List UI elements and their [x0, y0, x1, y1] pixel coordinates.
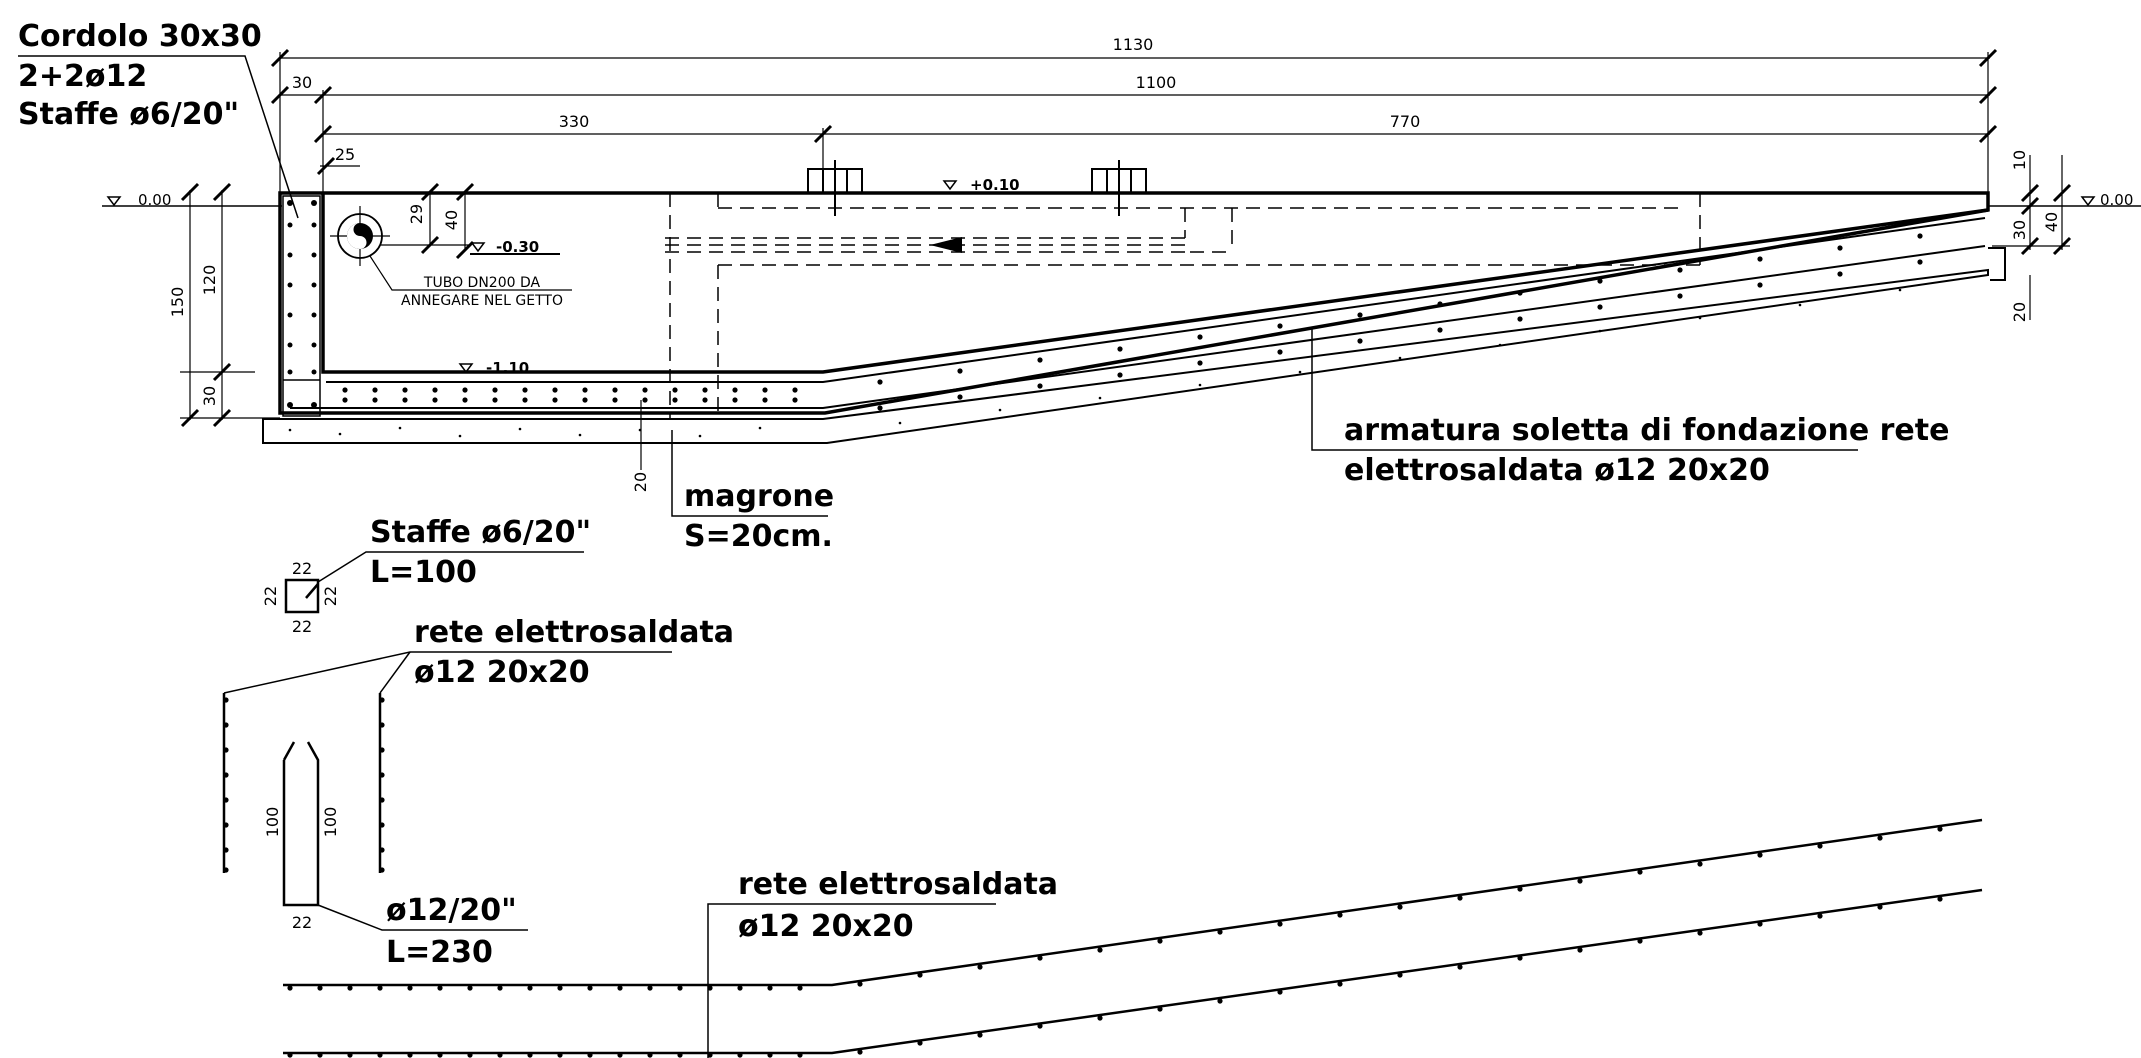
pipe-vertical-dims	[380, 192, 470, 250]
dim-pipe-40: 40	[442, 210, 461, 230]
stirrup-shape	[284, 578, 320, 614]
armatura-label-1: armatura soletta di fondazione rete	[1344, 413, 1949, 448]
right-vertical-ticks	[2020, 183, 2072, 256]
pipe-vertical-ticks	[420, 182, 475, 260]
slab-rebar-bottom	[290, 245, 1986, 409]
structure-inner	[321, 193, 1989, 374]
ubar-dim-left: 100	[263, 807, 282, 838]
slab-rebar-dots	[342, 233, 1923, 411]
dim-right-30: 30	[2010, 220, 2029, 240]
dim-base-30: 30	[200, 386, 219, 406]
magrone-layer	[262, 268, 1989, 444]
cordolo-label-3: Staffe ø6/20"	[18, 97, 239, 132]
left-vertical-dims	[180, 190, 280, 420]
cordolo-leader	[18, 55, 299, 219]
ubar-dim-bottom: 22	[292, 913, 312, 932]
dim-edge: 30	[292, 73, 312, 92]
pipe-note-line2: ANNEGARE NEL GETTO	[401, 293, 563, 309]
mesh-vertical-dots	[223, 697, 385, 873]
bottom-mesh-bottom	[283, 888, 1983, 1055]
level-left-000: 0.00	[138, 191, 171, 209]
dim-25-tick	[316, 156, 336, 176]
level-plus010: +0.10	[970, 176, 1020, 194]
cordolo-label-1: Cordolo 30x30	[18, 19, 262, 54]
magrone-leader	[671, 430, 828, 517]
dim-height-120: 120	[200, 265, 219, 296]
bottom-mesh-top	[283, 818, 1983, 987]
dim-left-part: 330	[559, 112, 590, 131]
dim-right-part: 770	[1390, 112, 1421, 131]
stirrup-hook	[305, 583, 319, 599]
level-right-000: 0.00	[2100, 191, 2133, 209]
mesh1-label-2: ø12 20x20	[414, 655, 590, 690]
dimension-ticks	[270, 48, 1998, 144]
stirrup-label-2: L=100	[370, 555, 477, 590]
magrone-label-1: magrone	[684, 479, 834, 514]
armatura-leader	[1311, 328, 1858, 451]
stirrup-dim-right: 22	[321, 586, 340, 606]
dim-25: 25	[335, 145, 355, 164]
level-marker-right-icon	[2080, 196, 2096, 207]
dim-inner: 1100	[1136, 73, 1177, 92]
bottom-mesh-leader	[707, 903, 996, 1058]
u-bar	[282, 741, 320, 907]
dim-total: 1130	[1113, 35, 1154, 54]
ubar-label-1: ø12/20"	[386, 893, 517, 928]
pipe-leader	[369, 255, 572, 291]
dim-right-40: 40	[2042, 212, 2061, 232]
cordolo-label-2: 2+2ø12	[18, 59, 147, 94]
mesh2-label-1: rete elettrosaldata	[738, 867, 1058, 902]
level-minus110: -1.10	[486, 359, 529, 377]
flow-arrow-icon	[930, 237, 962, 253]
hidden-lines	[665, 193, 1701, 420]
level-marker-minus110-icon	[458, 363, 474, 374]
left-vertical-ticks	[180, 182, 232, 428]
slab-rebar-top	[326, 217, 1986, 383]
mesh2-label-2: ø12 20x20	[738, 909, 914, 944]
pipe-note-line1: TUBO DN200 DA	[423, 275, 541, 291]
magrone-label-2: S=20cm.	[684, 519, 833, 554]
dim-magrone-20: 20	[631, 472, 650, 492]
ubar-leader	[317, 904, 528, 931]
ubar-dim-right: 100	[321, 807, 340, 838]
mesh-top-leader-2	[379, 651, 411, 694]
dim-right-10: 10	[2010, 150, 2029, 170]
dim-pipe-29: 29	[407, 204, 426, 224]
stirrup-leader	[317, 551, 584, 583]
stirrup-dim-top: 22	[292, 559, 312, 578]
stirrup-dim-left: 22	[261, 586, 280, 606]
dim-right-20: 20	[2010, 302, 2029, 322]
right-end-detail	[1988, 247, 2006, 281]
stirrup-label-1: Staffe ø6/20"	[370, 515, 591, 550]
right-vertical-dims	[1992, 155, 2070, 320]
top-grates	[807, 160, 1147, 216]
level-minus030: -0.30	[496, 238, 539, 256]
pipe-dn200-icon	[330, 206, 390, 266]
level-marker-minus030-icon	[470, 242, 486, 253]
magrone-hatch	[288, 288, 1902, 438]
stirrup-dim-bottom: 22	[292, 617, 312, 636]
level-marker-left-icon	[106, 196, 122, 207]
cordolo-box	[282, 195, 321, 417]
armatura-label-2: elettrosaldata ø12 20x20	[1344, 453, 1770, 488]
ubar-label-2: L=230	[386, 935, 493, 970]
level-marker-plus010-icon	[942, 180, 958, 191]
cordolo-rebar	[287, 200, 317, 408]
bottom-mesh-dots	[287, 826, 1943, 1058]
dim-height-150: 150	[168, 287, 187, 318]
mesh1-label-1: rete elettrosaldata	[414, 615, 734, 650]
